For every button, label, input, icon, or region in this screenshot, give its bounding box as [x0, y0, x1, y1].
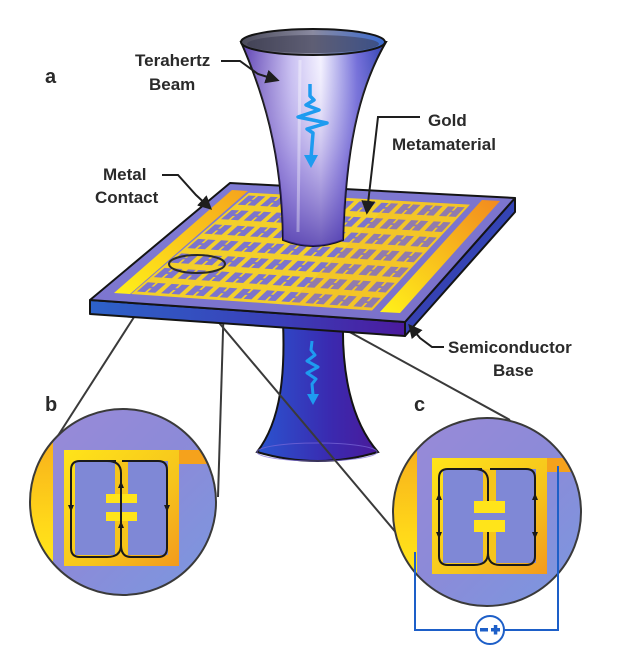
- callout-gold-metamaterial: Gold Metamaterial: [361, 111, 496, 215]
- voltage-source-icon: [475, 615, 505, 645]
- callout-terahertz-beam: Terahertz Beam: [135, 51, 280, 94]
- svg-text:Base: Base: [493, 361, 534, 380]
- incident-beam: [239, 28, 388, 247]
- transmitted-beam: [255, 321, 380, 462]
- terahertz-wave-icon-incident: [296, 84, 329, 168]
- panel-label-a: a: [45, 66, 57, 88]
- svg-text:Contact: Contact: [95, 188, 159, 207]
- current-loop-icons: [68, 460, 170, 558]
- svg-text:Metamaterial: Metamaterial: [392, 135, 496, 154]
- svg-text:Terahertz: Terahertz: [135, 51, 210, 70]
- callout-semiconductor-base: Semiconductor Base: [408, 323, 572, 380]
- bias-circuit: [414, 466, 559, 645]
- current-loop-icons-c: [436, 468, 538, 566]
- gold-metamaterial-array: [131, 192, 470, 311]
- svg-text:Gold: Gold: [428, 111, 467, 130]
- panel-c: c: [392, 394, 582, 645]
- metal-contact-left: [114, 190, 248, 294]
- svg-text:Semiconductor: Semiconductor: [448, 338, 572, 357]
- zoom-region-marker: [168, 254, 226, 274]
- panel-label-b: b: [45, 394, 57, 416]
- callout-metal-contact: Metal Contact: [95, 165, 213, 210]
- svg-text:Beam: Beam: [149, 75, 195, 94]
- metal-contact-right: [380, 200, 500, 313]
- panel-b: b: [29, 394, 217, 596]
- svg-text:a: a: [45, 66, 57, 88]
- terahertz-wave-icon-transmitted: [305, 340, 320, 405]
- panel-label-c: c: [414, 394, 425, 416]
- svg-text:Metal: Metal: [103, 165, 146, 184]
